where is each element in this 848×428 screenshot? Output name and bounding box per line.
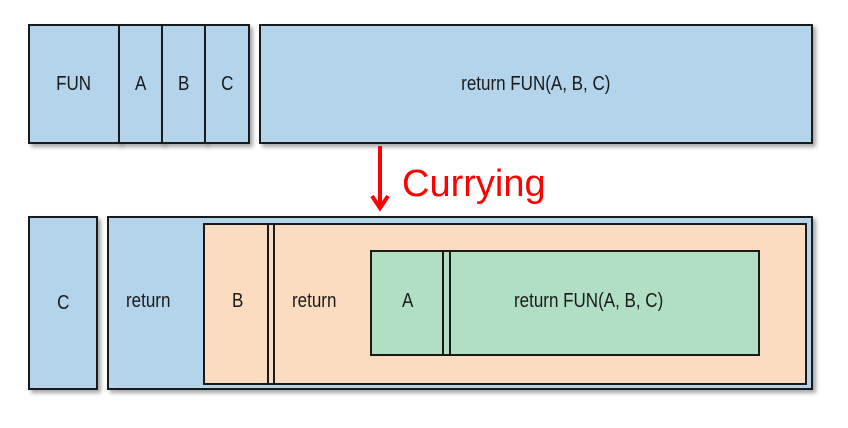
param-b-block: B (161, 24, 206, 144)
curried-c-block: C (28, 216, 98, 390)
function-body-label: return FUN(A, B, C) (461, 72, 611, 95)
param-c-label: C (220, 72, 234, 95)
inner-a-label: A (402, 290, 414, 312)
fun-label: FUN (56, 72, 92, 95)
middle-b-label: B (232, 290, 244, 312)
function-body-block: return FUN(A, B, C) (259, 24, 813, 144)
param-a-block: A (118, 24, 163, 144)
param-b-label: B (177, 72, 190, 95)
middle-divider (267, 223, 269, 385)
fun-block: FUN (28, 24, 120, 144)
inner-function-block (370, 250, 760, 356)
inner-divider (442, 250, 444, 356)
middle-return-label: return (292, 290, 337, 312)
currying-label: Currying (402, 163, 546, 205)
down-arrow-icon (370, 146, 390, 212)
inner-body-label: return FUN(A, B, C) (514, 290, 664, 312)
middle-divider-2 (273, 223, 275, 385)
outer-return-label: return (126, 290, 171, 312)
curried-c-label: C (56, 291, 70, 314)
inner-divider-2 (449, 250, 451, 356)
param-a-label: A (134, 72, 147, 95)
param-c-block: C (204, 24, 250, 144)
